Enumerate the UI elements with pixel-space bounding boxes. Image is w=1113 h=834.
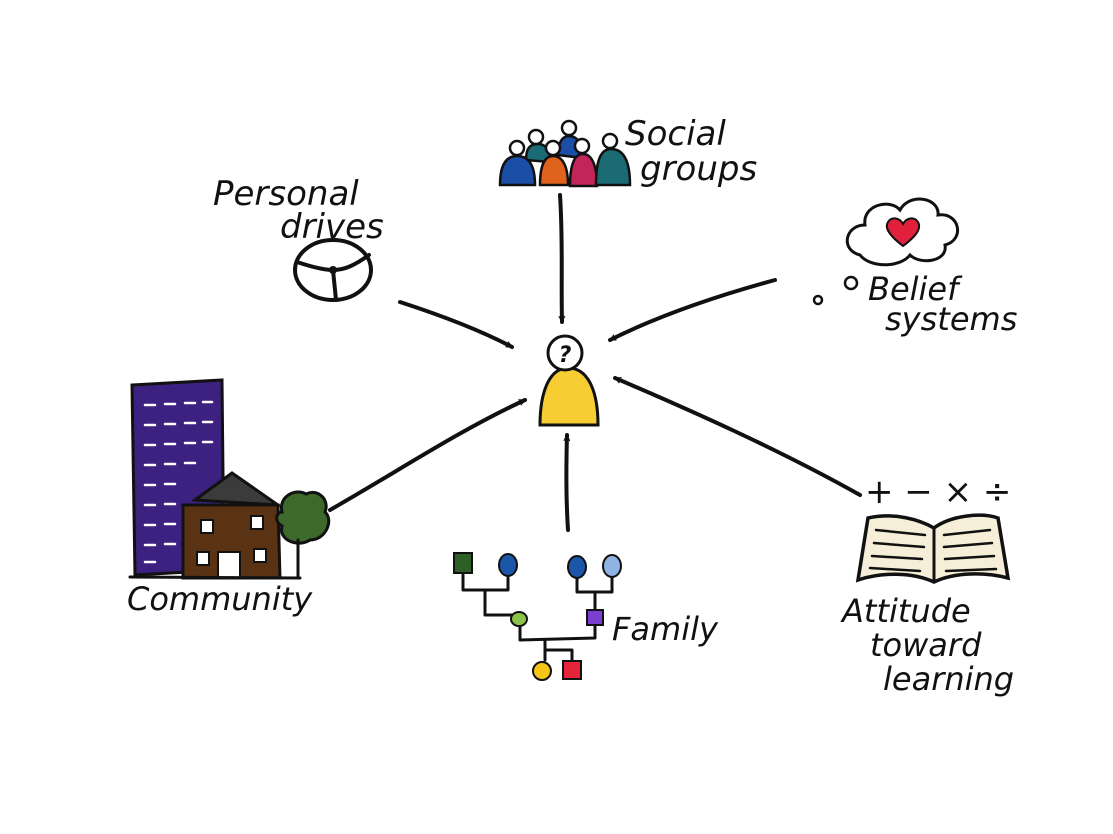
label-attitude-learning-3: learning [883, 660, 1014, 698]
label-attitude-learning-2: toward [870, 626, 982, 664]
label-social-groups-1: Social [625, 114, 726, 154]
arrows [328, 193, 862, 532]
group-front-row [498, 132, 632, 188]
family-grandparent-3 [567, 555, 587, 579]
arrow-personal-drives [398, 300, 514, 349]
ground-line [128, 575, 302, 580]
social-groups-icon [498, 119, 632, 188]
family-parent-1 [510, 611, 528, 627]
arrow-community [328, 398, 527, 512]
label-personal-drives-2: drives [280, 207, 384, 247]
person-head [546, 334, 584, 372]
heart-icon [885, 217, 921, 248]
steering-wheel-icon [293, 238, 373, 302]
label-belief-systems-1: Belief [868, 270, 963, 308]
arrow-family [563, 433, 571, 532]
person-body [538, 366, 600, 427]
center-person: ? [538, 334, 600, 427]
family-child-2 [562, 660, 582, 680]
family-grandparent-1 [453, 552, 473, 574]
family-parent-2 [586, 609, 604, 626]
arrow-attitude-learning [613, 376, 862, 497]
family-tree-icon [453, 552, 622, 681]
label-personal-drives-1: Personal [213, 174, 359, 214]
open-book-icon [855, 513, 1011, 584]
math-symbols: + − × ÷ [865, 472, 1011, 512]
house [181, 471, 284, 580]
family-tree-lines [461, 573, 614, 662]
family-grandparent-2 [498, 553, 518, 577]
label-attitude-learning-1: Attitude [840, 592, 971, 630]
label-family: Family [612, 610, 719, 648]
arrow-social-groups [558, 193, 566, 324]
family-child-1 [532, 661, 552, 681]
question-mark: ? [559, 343, 572, 368]
thought-cloud-icon [812, 197, 960, 306]
family-grandparent-4 [602, 554, 622, 578]
label-social-groups-2: groups [640, 149, 757, 189]
tree [275, 490, 331, 580]
arrow-belief-systems [608, 278, 777, 342]
label-community: Community [127, 580, 313, 618]
community-icon [128, 378, 331, 580]
label-belief-systems-2: systems [885, 300, 1017, 338]
